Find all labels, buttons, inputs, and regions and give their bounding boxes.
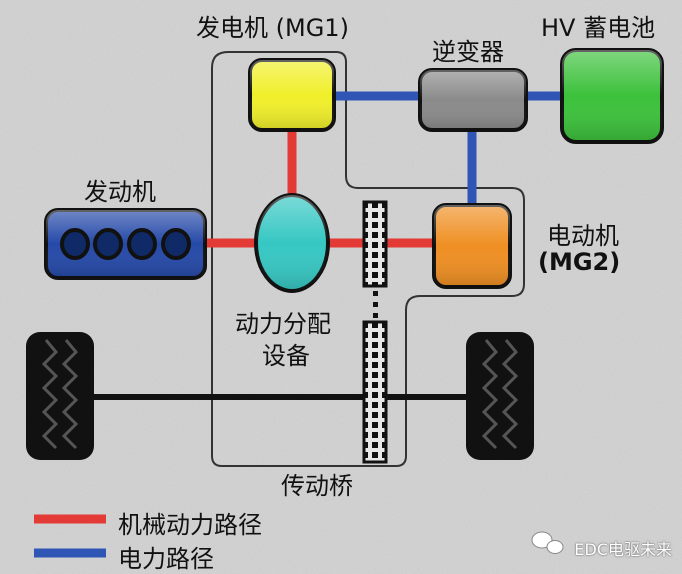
axle-label: 传动桥 (281, 472, 353, 500)
motor-label-line2: (MG2) (538, 248, 621, 276)
watermark-text: EDC电驱未来 (574, 540, 672, 559)
power-split-device (254, 193, 330, 293)
right-wheel (466, 332, 534, 460)
legend-label-mechanical: 机械动力路径 (118, 511, 262, 539)
inverter-block (418, 68, 528, 132)
left-wheel (26, 332, 94, 460)
transaxle-chain-lower (362, 320, 388, 464)
generator-block (248, 58, 336, 132)
legend-label-electrical: 电力路径 (118, 545, 214, 573)
psd-label-line2: 设备 (262, 342, 310, 370)
transaxle-chain-upper (362, 200, 388, 288)
watermark-chat-icon (531, 531, 564, 554)
motor-block (432, 203, 512, 289)
battery-block (560, 48, 664, 144)
engine-cylinders (60, 228, 191, 260)
electrical-paths (334, 91, 562, 205)
psd-label-line1: 动力分配 (235, 310, 331, 338)
engine-label: 发动机 (84, 178, 156, 206)
chain-dots (373, 291, 378, 318)
inverter-label: 逆变器 (432, 38, 504, 66)
transaxle-housing-outline (211, 51, 525, 467)
engine-block (44, 208, 207, 280)
motor-label-line1: 电动机 (547, 222, 619, 250)
battery-label: HV 蓄电池 (541, 14, 656, 42)
generator-label: 发电机 (MG1) (196, 14, 349, 42)
